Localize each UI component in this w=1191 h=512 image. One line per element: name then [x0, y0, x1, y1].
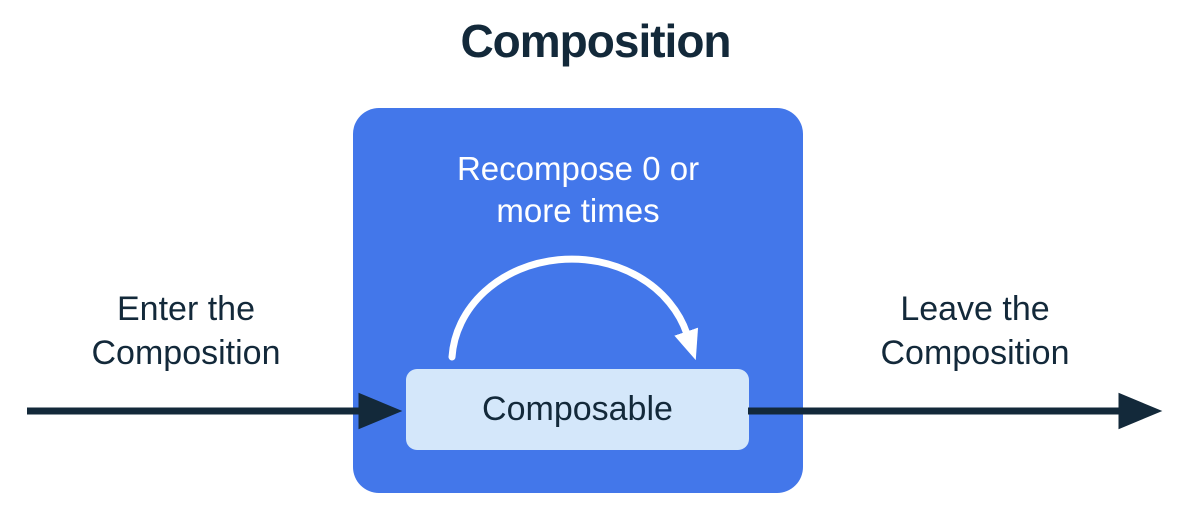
enter-composition-label: Enter the Composition	[91, 290, 281, 372]
diagram-title: Composition	[460, 15, 731, 67]
leave-composition-label: Leave the Composition	[880, 290, 1070, 372]
composable-label: Composable	[482, 390, 673, 428]
composition-box: Recompose 0 or more times Composable	[353, 108, 803, 493]
composable-box: Composable	[406, 369, 749, 450]
recompose-label: Recompose 0 or more times	[456, 150, 700, 229]
